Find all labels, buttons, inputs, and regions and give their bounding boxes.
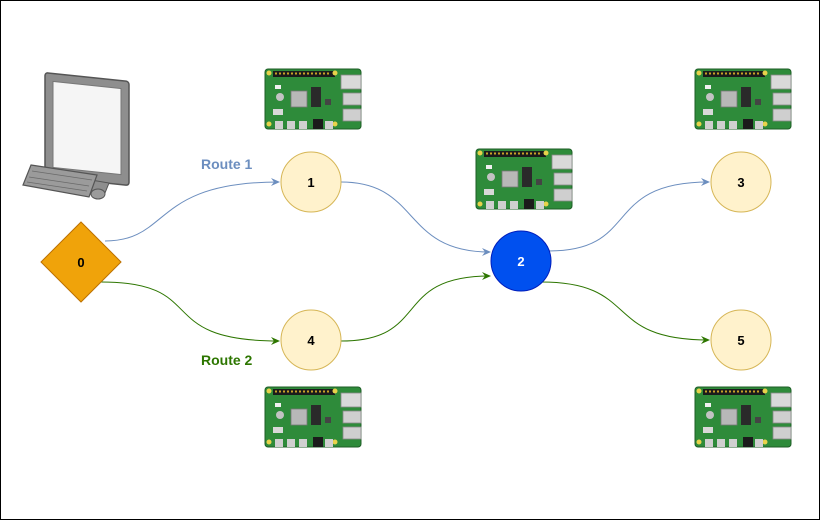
edge-4-2 xyxy=(340,272,491,342)
raspberry-pi-board-icon xyxy=(264,386,362,448)
route-1-label: Route 1 xyxy=(201,156,253,172)
raspberry-pi-board-icon xyxy=(694,386,792,448)
node-1: 1 xyxy=(280,151,342,213)
node-4-label: 4 xyxy=(307,333,315,348)
edge-2-5 xyxy=(540,281,710,344)
route-2-label: Route 2 xyxy=(201,352,253,368)
node-3: 3 xyxy=(710,151,772,213)
edge-0-4 xyxy=(100,281,280,345)
node-5-label: 5 xyxy=(737,333,744,348)
node-2-label: 2 xyxy=(517,254,524,269)
node-3-label: 3 xyxy=(737,175,744,190)
raspberry-pi-board-icon xyxy=(475,148,573,210)
edge-2-3 xyxy=(548,178,710,252)
node-2: 2 xyxy=(490,230,552,292)
edge-0-1 xyxy=(104,178,280,242)
node-4: 4 xyxy=(280,309,342,371)
desktop-computer-icon xyxy=(22,72,130,200)
node-0-label: 0 xyxy=(77,255,84,270)
edge-1-2 xyxy=(340,181,491,256)
raspberry-pi-board-icon xyxy=(694,68,792,130)
raspberry-pi-board-icon xyxy=(264,68,362,130)
node-1-label: 1 xyxy=(307,175,314,190)
node-5: 5 xyxy=(710,309,772,371)
node-0: 0 xyxy=(40,221,122,303)
